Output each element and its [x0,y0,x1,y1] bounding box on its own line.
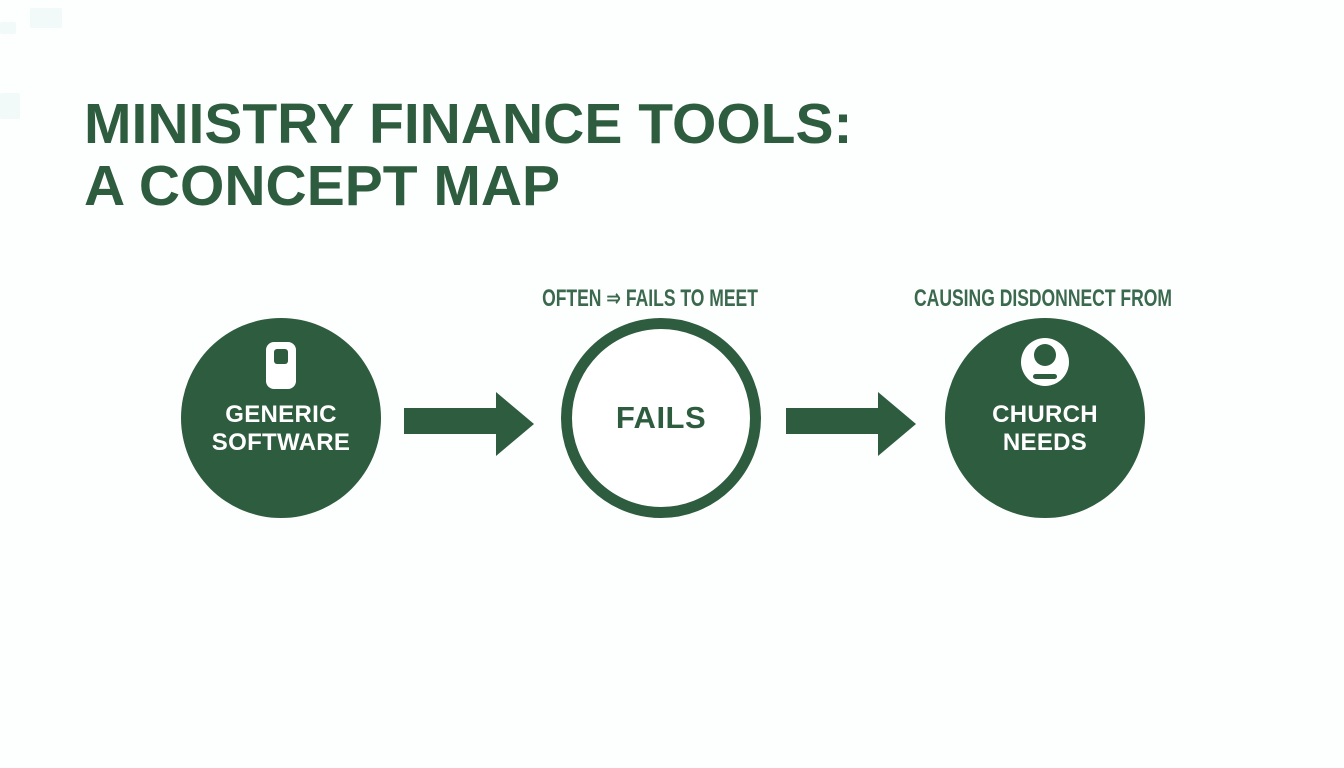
node-label-line: SOFTWARE [211,429,351,456]
node-label-line: GENERIC [225,401,337,428]
edge-artifact [0,93,20,119]
edge-artifact [30,8,62,28]
smartphone-screen [274,349,288,364]
page-title-line-2: A CONCEPT MAP [84,154,561,218]
person-icon [1021,338,1069,386]
page-title-line-1: MINISTRY FINANCE TOOLS: [84,92,853,156]
node-fails: FAILS [561,318,761,518]
arrow-head [878,392,916,456]
smartphone-icon [266,342,296,389]
edge-artifact [0,22,16,34]
node-fails-label: FAILS [615,400,707,435]
node-church-needs: CHURCH NEEDS [945,318,1145,518]
person-head [1034,344,1056,366]
node-church-needs-label: CHURCH NEEDS [945,401,1145,457]
arrow-shaft [404,408,498,434]
arrow-right-icon [404,392,534,456]
node-label-line: NEEDS [1002,429,1088,456]
node-label-line: CHURCH [992,401,1098,428]
person-shoulders [1033,374,1057,379]
node-generic-software-label: GENERIC SOFTWARE [181,401,381,457]
arrow-head [496,392,534,456]
relation-label-causing-disconnect: CAUSING DISDONNECT FROM [914,285,1172,312]
page-title: MINISTRY FINANCE TOOLS: A CONCEPT MAP [84,93,852,217]
arrow-right-icon [786,392,916,456]
relation-label-fails-to-meet: OFTEN ⇒ FAILS TO MEET [542,285,758,312]
node-generic-software: GENERIC SOFTWARE [181,318,381,518]
arrow-shaft [786,408,880,434]
